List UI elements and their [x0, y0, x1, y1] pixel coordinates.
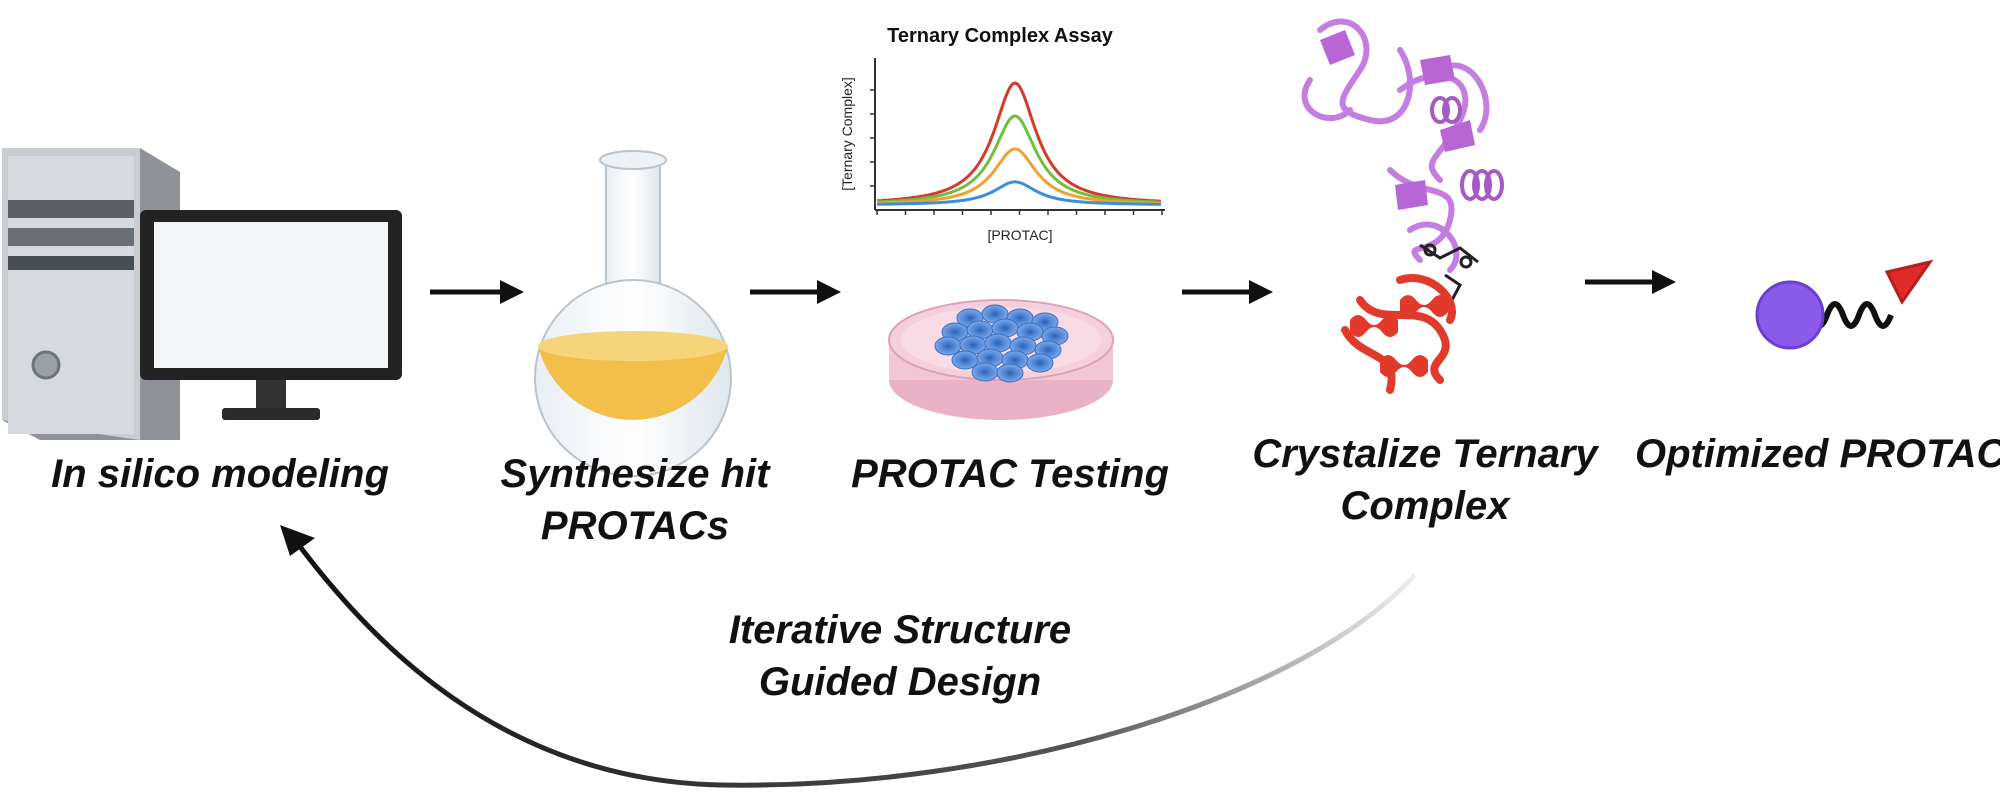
cell: [971, 362, 999, 382]
label-protac-testing: PROTAC Testing: [851, 452, 1169, 496]
petri-dish-icon: [888, 299, 1114, 420]
arrow-1: [430, 280, 524, 304]
assay-curve-2: [877, 114, 1162, 204]
iterative-loop-arrow: [280, 525, 1417, 788]
arrow-2: [750, 280, 841, 304]
computer-icon: [2, 148, 402, 440]
arrow-4: [1585, 270, 1676, 294]
label-iterative-design: Iterative Structure Guided Design: [728, 608, 1072, 704]
label-optimized-protac: Optimized PROTAC: [1635, 432, 2000, 476]
assay-curve-3: [876, 147, 1162, 205]
assay-y-label: [Ternary Complex]: [839, 77, 855, 191]
cell: [996, 363, 1024, 383]
assay-curve-4: [877, 180, 1161, 206]
assay-chart-title: Ternary Complex Assay: [887, 25, 1114, 47]
protein-structure-icon: [1301, 18, 1504, 394]
cell: [1026, 353, 1054, 373]
assay-curve-1: [876, 81, 1162, 203]
assay-x-label: [PROTAC]: [987, 227, 1052, 243]
label-synthesize: Synthesize hit PROTACs: [500, 452, 770, 548]
label-crystalize: Crystalize Ternary Complex: [1252, 432, 1598, 528]
ternary-assay-chart: Ternary Complex Assay [Ternary Complex] …: [839, 25, 1165, 243]
flask-icon: [534, 150, 732, 477]
cell: [951, 350, 979, 370]
forward-arrows: [430, 270, 1676, 304]
protac-molecule-icon: [1755, 259, 1934, 350]
arrow-3: [1182, 280, 1273, 304]
label-in-silico: In silico modeling: [51, 452, 389, 496]
